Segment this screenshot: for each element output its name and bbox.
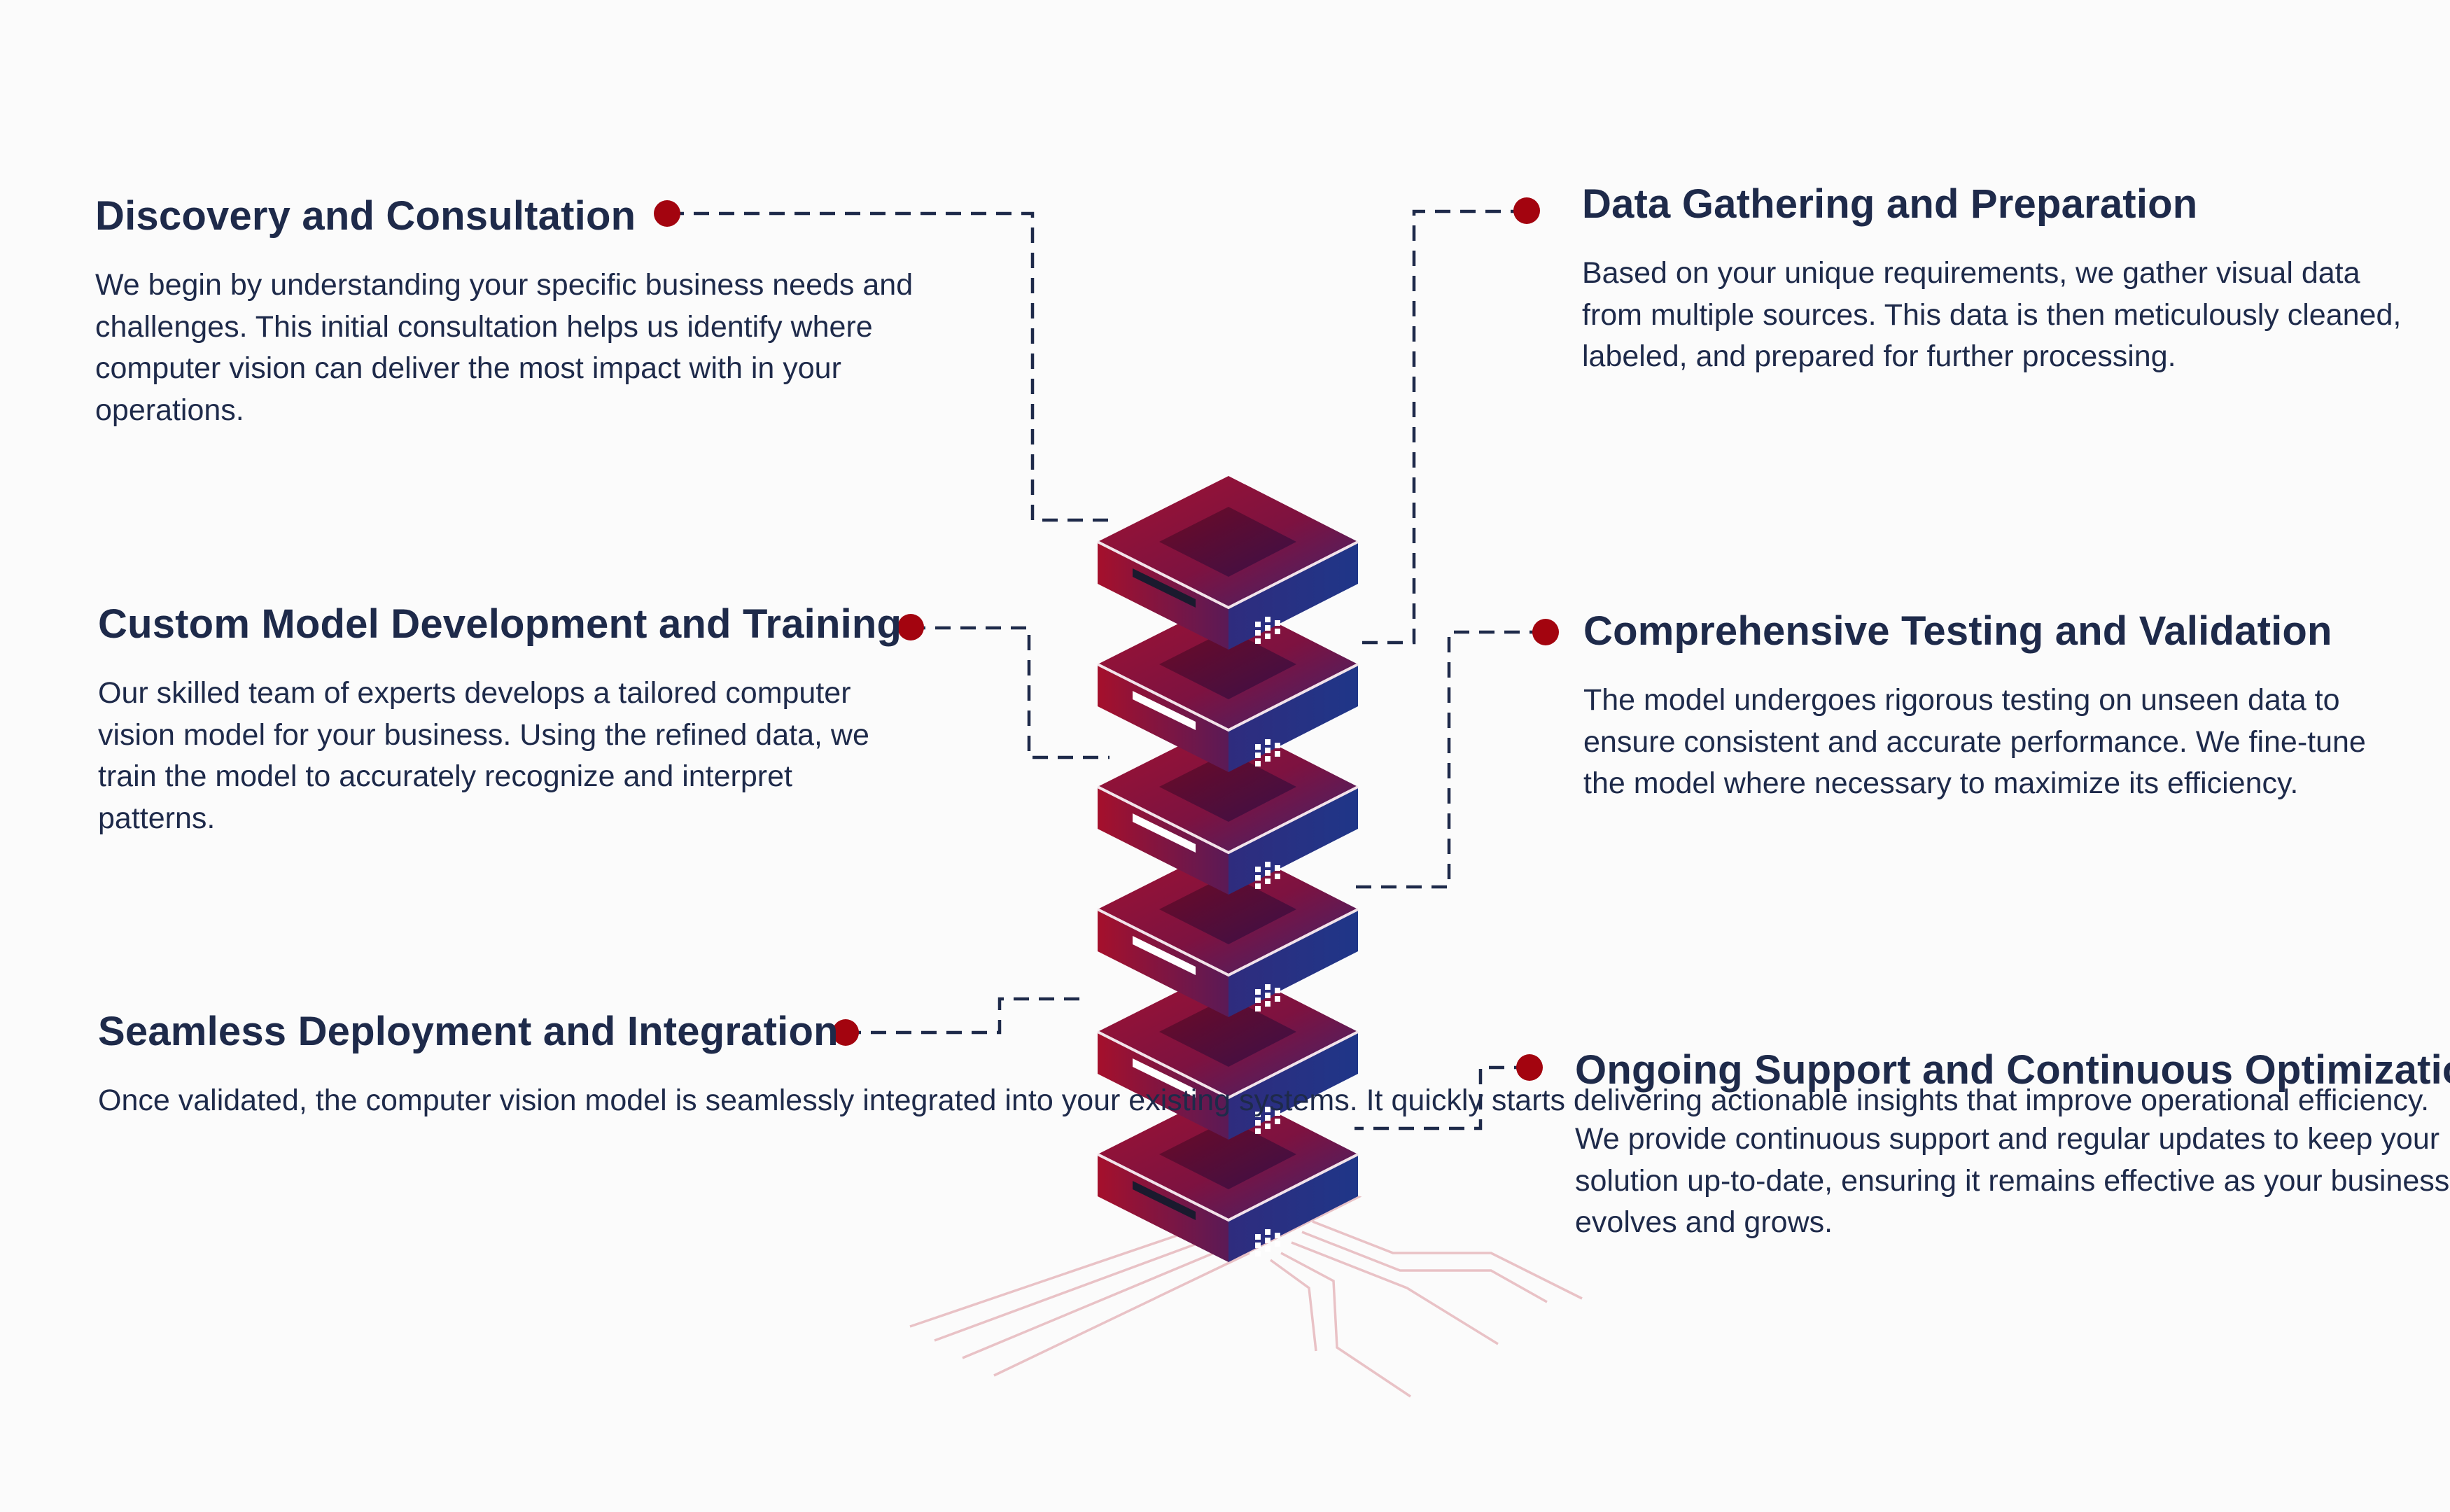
status-leds [1255, 1107, 1280, 1134]
step-deployment-integration: Seamless Deployment and Integration Once… [98, 1008, 2430, 1122]
connector-data-gathering [1354, 209, 1526, 645]
connectors [668, 209, 1545, 1130]
step-model-development: Custom Model Development and Training Ou… [98, 601, 910, 839]
step-description: Our skilled team of experts develops a t… [98, 676, 869, 835]
server-unit [1097, 966, 1359, 1140]
status-leds [1255, 862, 1280, 889]
step-title: Comprehensive Testing and Validation [1583, 608, 2332, 654]
dot-data-gathering [1513, 197, 1540, 224]
drive-slot [1133, 691, 1196, 730]
server-unit [1097, 721, 1359, 895]
drive-slot [1133, 936, 1196, 975]
step-description: We begin by understanding your specific … [95, 268, 913, 427]
step-dots [654, 197, 1559, 1081]
step-title: Data Gathering and Preparation [1582, 181, 2198, 227]
connector-testing [1354, 630, 1545, 889]
server-unit [1097, 844, 1359, 1017]
drive-slot [1133, 813, 1196, 853]
drive-slot [1133, 568, 1196, 608]
connector-support [1354, 1065, 1530, 1130]
step-title: Custom Model Development and Training [98, 601, 902, 647]
status-leds [1255, 1229, 1280, 1256]
server-unit [1097, 598, 1359, 772]
server-unit [1097, 1088, 1359, 1262]
step-description: The model undergoes rigorous testing on … [1583, 683, 2366, 800]
step-title: Seamless Deployment and Integration [98, 1009, 839, 1054]
dot-discovery [654, 200, 680, 227]
dot-model-dev [897, 614, 924, 640]
step-description: Based on your unique requirements, we ga… [1582, 256, 2402, 373]
status-leds [1255, 984, 1280, 1011]
step-description: Once validated, the computer vision mode… [98, 1084, 2430, 1117]
step-testing-validation: Comprehensive Testing and Validation The… [1583, 608, 2409, 805]
connector-discovery [668, 211, 1110, 522]
connector-deployment [846, 997, 1082, 1035]
status-leds [1255, 739, 1280, 766]
circuit-traces [909, 1220, 1583, 1398]
step-description: We provide continuous support and regula… [1575, 1122, 2450, 1239]
step-discovery: Discovery and Consultation We begin by u… [95, 192, 921, 431]
dot-support [1516, 1054, 1543, 1081]
server-stack [1097, 476, 1359, 1262]
status-leds [1255, 617, 1280, 644]
drive-slot [1133, 1058, 1196, 1098]
step-title: Ongoing Support and Continuous Optimizat… [1575, 1047, 2450, 1093]
dot-testing [1532, 619, 1559, 645]
step-title: Discovery and Consultation [95, 193, 636, 239]
step-ongoing-support: Ongoing Support and Continuous Optimizat… [1575, 1046, 2450, 1244]
connector-model-dev [910, 626, 1110, 760]
dot-deployment [832, 1019, 859, 1046]
drive-slot [1133, 1181, 1196, 1220]
server-unit [1097, 476, 1359, 650]
step-data-gathering: Data Gathering and Preparation Based on … [1582, 181, 2422, 378]
